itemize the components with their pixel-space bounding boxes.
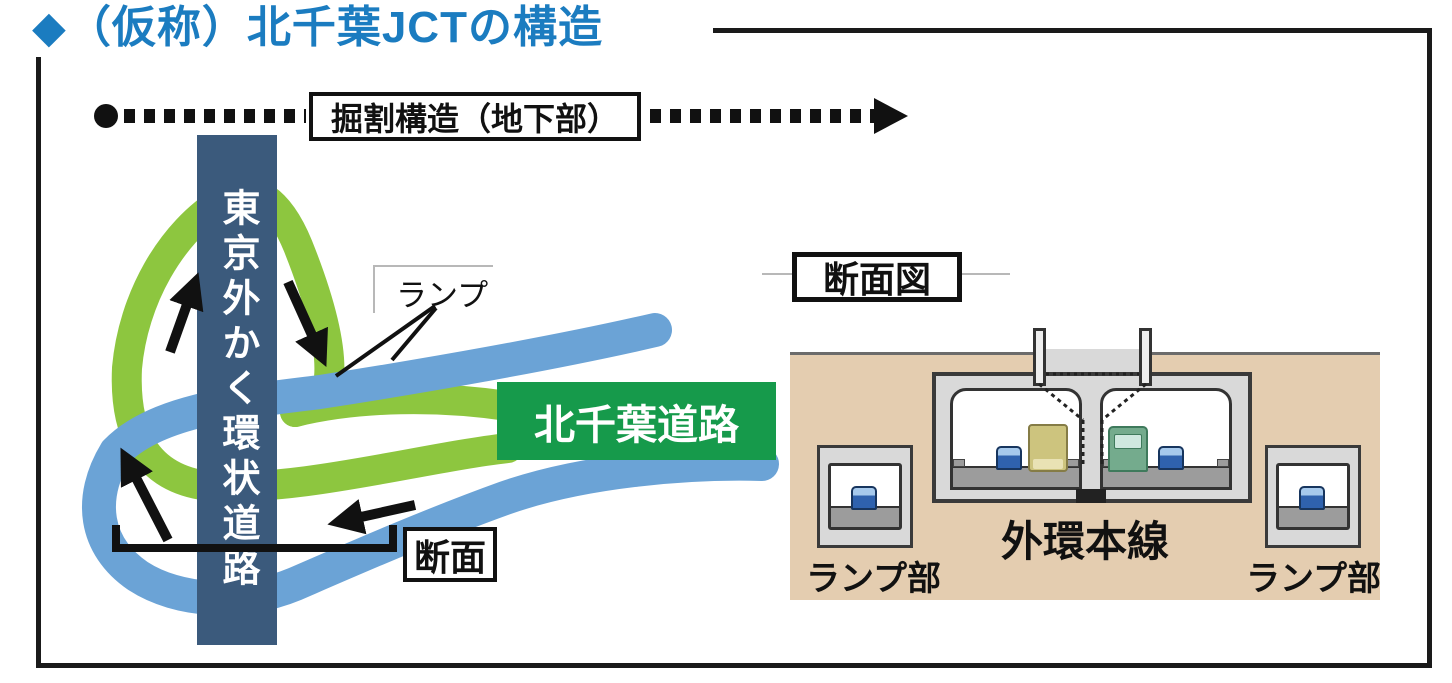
car-icon [1158,446,1184,470]
main-line-label: 外環本線 [1001,518,1170,565]
up-arrow-icon [165,272,204,354]
frame-bottom [36,663,1432,668]
flow-label: 掘割構造（地下部） [330,100,619,137]
bus-icon [1108,426,1148,472]
car-icon [996,446,1022,470]
section-view-heading-box: 断面図 [792,252,962,302]
kitachiba-road-box: 北千葉道路 [497,382,776,460]
xs-curb-1 [953,459,965,467]
flow-label-box: 掘割構造（地下部） [309,92,641,141]
truck-icon [1028,424,1068,472]
ramp-label: ランプ [396,278,489,313]
xs-funnel-right [1101,382,1147,422]
flow-arrowhead-icon [874,98,908,134]
frame-right [1427,28,1432,668]
frame-left [36,57,41,668]
section-marker-label: 断面 [413,536,486,578]
ring-road-label: 東京外かく環状道路 [216,187,258,593]
right-ramp-label: ランプ部 [1246,560,1381,598]
section-bracket [112,525,397,552]
xs-funnel-left [1038,382,1084,422]
car-icon [1299,486,1325,510]
down-arrow-icon [283,279,328,367]
frame-top [713,28,1432,33]
car-icon [851,486,877,510]
ramp-callout-line-2 [390,306,438,362]
ramp-label-rule-h [373,265,493,267]
blue-ramp-loop [82,313,779,616]
left-arrow-icon [327,499,417,535]
section-marker-box: 断面 [403,527,497,582]
page-title: ◆（仮称）北千葉JCTの構造 [32,3,603,52]
upleft-arrow-icon [120,447,173,543]
ramp-callout-line-1 [334,304,437,378]
ring-road-bar: 東京外かく環状道路 [197,135,277,645]
left-ramp-label: ランプ部 [806,560,941,598]
flow-start-dot [94,104,118,128]
xs-center-pedestal [1076,489,1106,503]
ramp-label-rule-v [373,265,375,313]
xs-curb-4 [1217,459,1229,467]
section-view-heading: 断面図 [822,259,931,300]
kitachiba-road-label: 北千葉道路 [534,402,739,448]
